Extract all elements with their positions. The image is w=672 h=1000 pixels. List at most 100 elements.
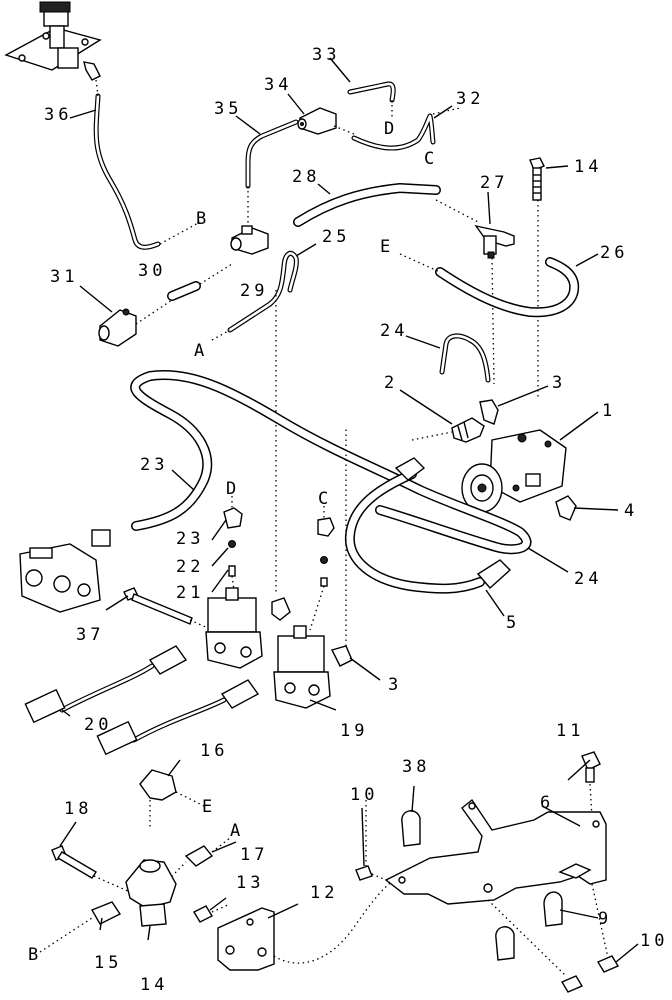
callout-6: 6 [540, 793, 554, 813]
tube-24 [439, 333, 491, 383]
callout-21: 22 [176, 557, 204, 577]
connector-a-bottom: A [230, 821, 244, 841]
callout-33: 33 [312, 45, 340, 65]
callout-31: 31 [50, 267, 78, 287]
callout-22: 23 [176, 529, 204, 549]
callout-30: 30 [138, 261, 166, 281]
callout-3-bottom: 3 [388, 675, 402, 695]
leader-lines [59, 57, 639, 963]
callout-14: 15 [94, 953, 122, 973]
callout-1: 1 [602, 401, 616, 421]
hose-5 [344, 469, 485, 594]
insert-20 [228, 565, 236, 577]
callout-15: 16 [200, 741, 228, 761]
callout-7: 14 [574, 157, 602, 177]
callout-17: 18 [64, 799, 92, 819]
elbow-fitting-4 [555, 495, 577, 521]
hose-23 [130, 370, 532, 555]
elbow-fitting-right-upper [271, 597, 291, 621]
hose-26 [435, 257, 580, 318]
fitting-21 [228, 540, 236, 548]
callout-27: 27 [480, 173, 508, 193]
callout-23-right: 24 [574, 569, 602, 589]
bolt-12 [193, 905, 213, 923]
callout-28: 28 [292, 167, 320, 187]
hose-28 [293, 183, 441, 227]
clip-lower [495, 926, 515, 961]
bolt-10-lower [560, 975, 584, 993]
tube-35 [245, 119, 299, 189]
callout-5: 5 [506, 613, 520, 633]
bolt-17 [51, 845, 97, 879]
hose-36 [93, 93, 161, 250]
callout-18: 19 [340, 721, 368, 741]
tee-fitting-29 [230, 225, 269, 255]
callout-10-top: 10 [350, 785, 378, 805]
tee-fitting-34 [297, 107, 337, 135]
callout-2: 2 [384, 373, 398, 393]
callout-36: 36 [44, 105, 72, 125]
callout-13: 14 [140, 975, 168, 995]
callout-26: 26 [600, 243, 628, 263]
elbow-fitting-3-lower [330, 645, 353, 667]
valve-13 [125, 859, 177, 927]
wiring-harness-19 [24, 645, 260, 756]
callout-32: 32 [456, 89, 484, 109]
bracket-11 [217, 907, 275, 971]
callout-11: 12 [310, 883, 338, 903]
callout-4: 4 [624, 501, 638, 521]
bolt-10-right [596, 955, 620, 973]
connector-e-top: E [380, 237, 394, 257]
callout-37: 37 [76, 625, 104, 645]
clip-38 [401, 810, 421, 847]
bolt-10-upper [355, 865, 373, 881]
callout-16: 17 [240, 845, 268, 865]
nut-c [317, 517, 335, 537]
tee-fitting-27 [474, 224, 515, 259]
callout-24: 24 [380, 321, 408, 341]
solenoid-valve-upper [205, 587, 263, 669]
connector-c-top: C [424, 149, 438, 169]
elbow-fitting-2 [451, 417, 485, 443]
bolt-7 [529, 157, 545, 201]
bolt-8 [581, 751, 601, 783]
callout-9: 9 [598, 909, 612, 929]
tube-25 [227, 250, 299, 333]
callout-29: 29 [240, 281, 268, 301]
elbow-fitting-3-top [479, 399, 499, 425]
bracket-6 [384, 798, 607, 905]
callout-3-top: 3 [552, 373, 566, 393]
connector-b-top: B [196, 209, 210, 229]
nut-22 [223, 507, 243, 529]
fitting-14 [90, 901, 122, 925]
tube-33 [347, 81, 396, 103]
callout-25: 25 [322, 227, 350, 247]
callout-8: 11 [556, 721, 584, 741]
callout-35: 35 [214, 99, 242, 119]
elbow-15 [139, 769, 177, 801]
valve-1 [461, 429, 567, 513]
tube-32 [351, 113, 436, 151]
mounting-plate-assembly [4, 1, 102, 81]
connector-a-left: A [194, 341, 208, 361]
fitting-16 [184, 845, 214, 867]
callout-20: 21 [176, 583, 204, 603]
connector-b-bottom: B [28, 945, 42, 965]
callout-10-bottom: 10 [640, 931, 668, 951]
connector-d-mid: D [226, 479, 240, 499]
hose-end-fitting-5 [394, 457, 512, 590]
callout-38: 38 [402, 757, 430, 777]
valve-assembly-left [19, 529, 111, 613]
callout-34: 34 [264, 75, 292, 95]
clip-9 [543, 891, 563, 927]
solenoid-valve-18 [273, 625, 331, 709]
callout-23-left: 23 [140, 455, 168, 475]
tee-fitting-31 [98, 308, 137, 347]
connector-d-top: D [384, 119, 398, 139]
connector-c-mid: C [318, 489, 332, 509]
hose-30 [167, 281, 201, 301]
callout-19: 20 [84, 715, 112, 735]
callout-12: 13 [236, 873, 264, 893]
connector-e-bottom: E [202, 797, 216, 817]
